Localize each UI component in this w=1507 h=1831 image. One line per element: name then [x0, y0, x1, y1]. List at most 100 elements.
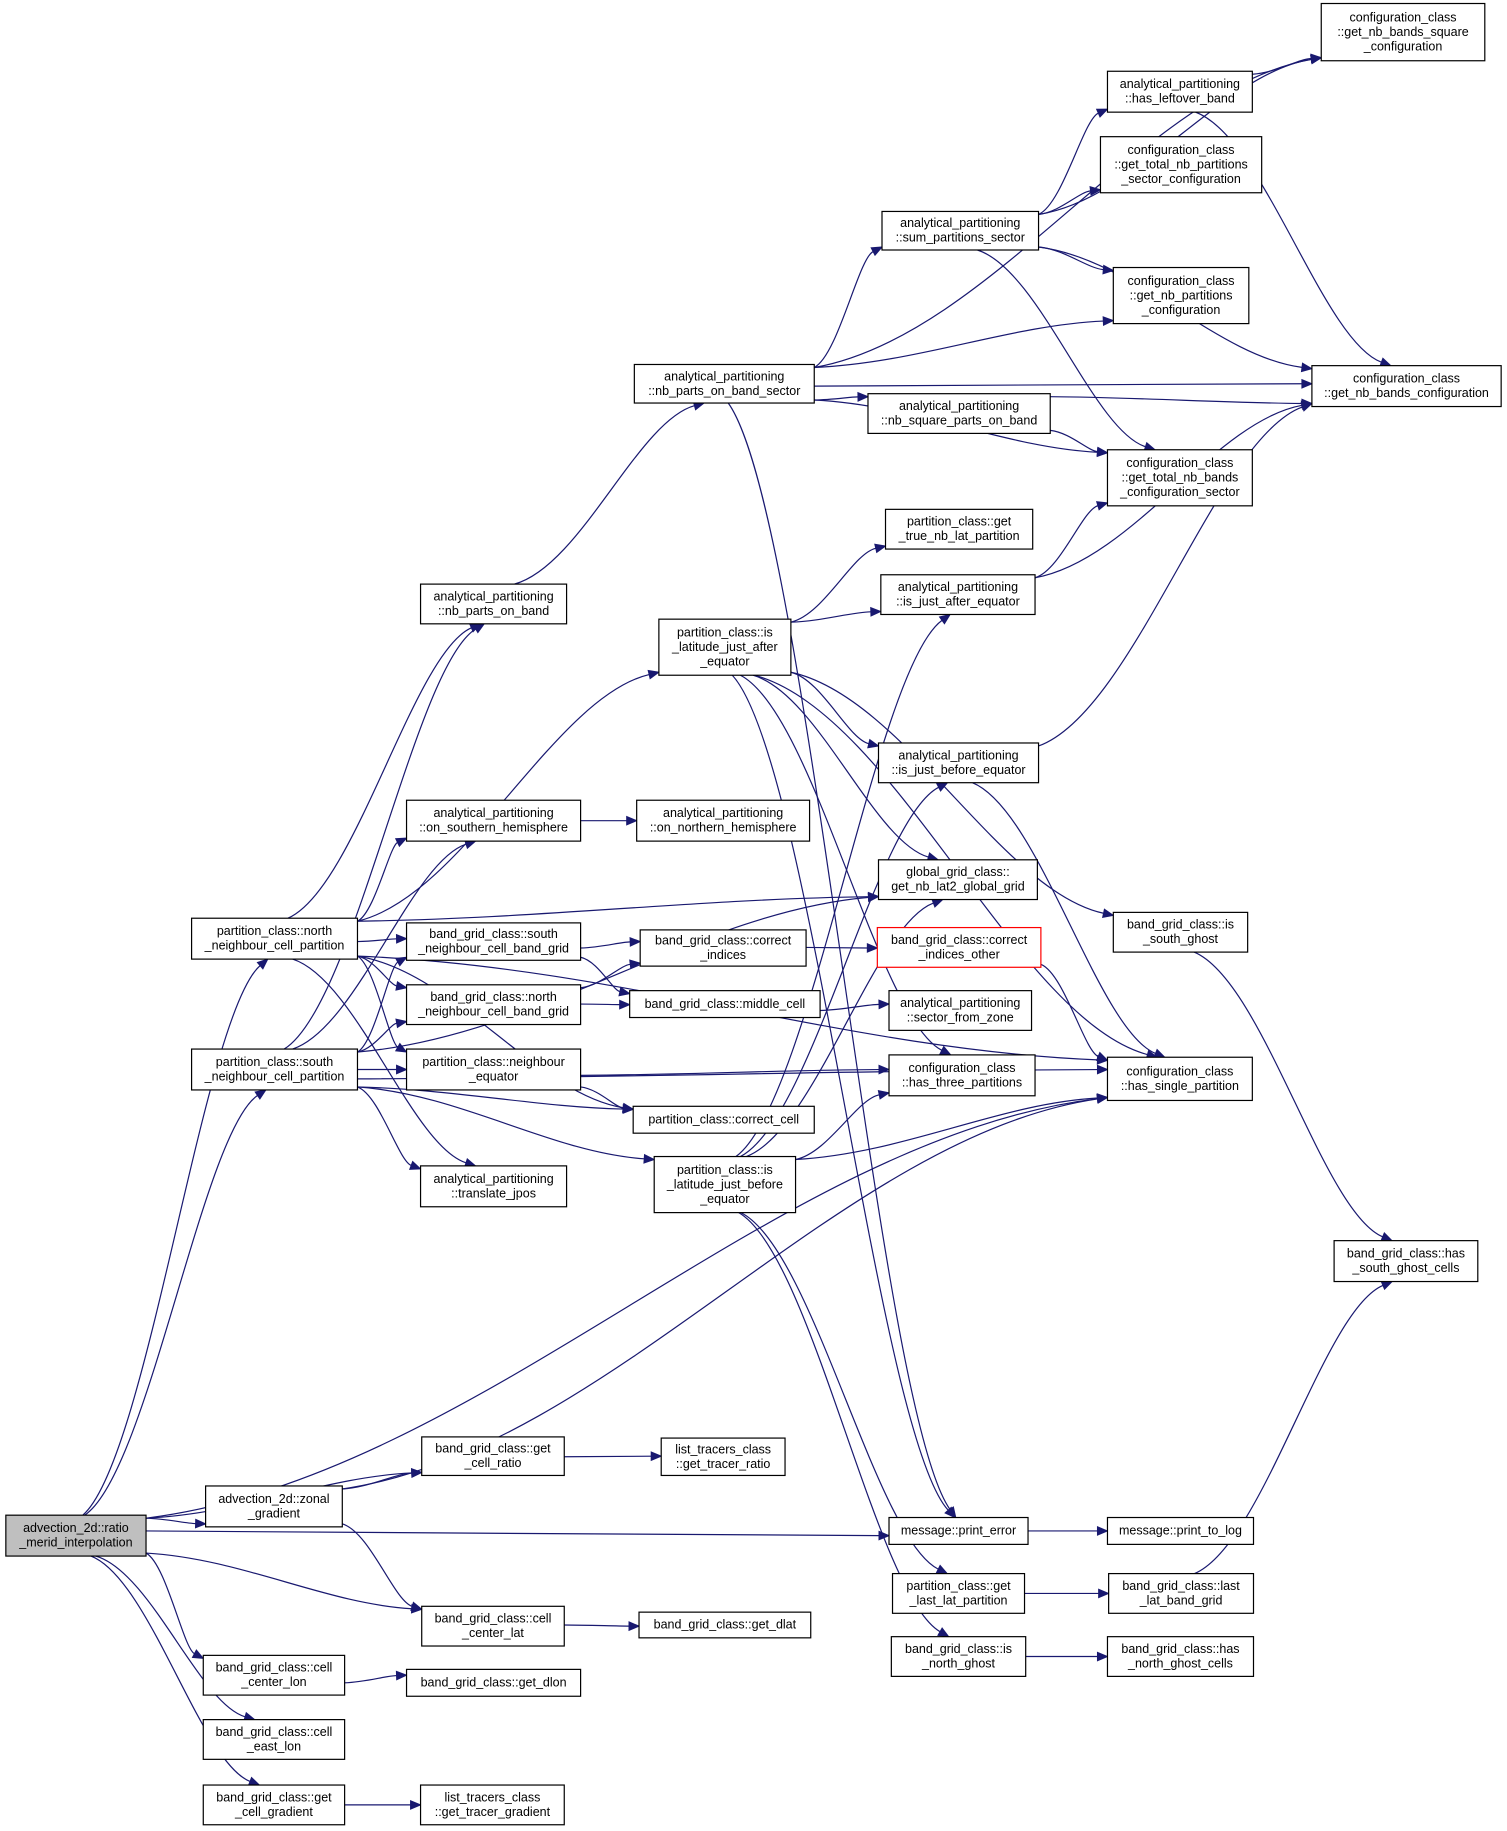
node-south-neighbour-cell-partition[interactable]: partition_class::south_neighbour_cell_pa… — [190, 1048, 359, 1091]
edge-arrowhead — [1380, 1281, 1394, 1291]
node-nb-parts-on-band[interactable]: analytical_partitioning::nb_parts_on_ban… — [419, 583, 568, 625]
node-on-northern-hemisphere[interactable]: analytical_partitioning::on_northern_hem… — [636, 799, 811, 842]
edge-arrowhead — [395, 981, 408, 991]
node-label-line: ::on_southern_hemisphere — [419, 821, 568, 835]
edge-line — [746, 902, 934, 1158]
node-sum-partitions-sector[interactable]: analytical_partitioning::sum_partitions_… — [881, 210, 1040, 251]
node-is-north-ghost[interactable]: band_grid_class::is_north_ghost — [890, 1636, 1027, 1677]
node-box — [890, 1636, 1027, 1677]
node-north-neighbour-cell-partition[interactable]: partition_class::north_neighbour_cell_pa… — [190, 917, 359, 960]
node-get-total-nb-partitions-sector[interactable]: configuration_class::get_total_nb_partit… — [1099, 136, 1263, 194]
node-get-nb-bands-conf[interactable]: configuration_class::get_nb_bands_config… — [1311, 365, 1502, 408]
edge-line — [1050, 396, 1302, 405]
node-on-southern-hemisphere[interactable]: analytical_partitioning::on_southern_hem… — [405, 799, 582, 842]
edge-root-to-south-neighbour-cell-partition — [84, 1089, 267, 1516]
node-label-line: _south_ghost_cells — [1351, 1261, 1459, 1275]
node-get-true-nb-lat-partition[interactable]: partition_class::get_true_nb_lat_partiti… — [884, 508, 1034, 550]
node-correct-cell[interactable]: partition_class::correct_cell — [632, 1105, 815, 1134]
edge-line — [814, 396, 858, 401]
node-translate-jpos[interactable]: analytical_partitioning::translate_jpos — [419, 1165, 568, 1208]
node-nb-parts-on-band-sector[interactable]: analytical_partitioning::nb_parts_on_ban… — [633, 363, 815, 404]
node-label-line: analytical_partitioning — [900, 996, 1020, 1010]
node-box — [202, 1784, 346, 1826]
edge-line — [752, 674, 929, 858]
edge-line — [580, 1086, 624, 1109]
edge-arrowhead — [395, 1018, 408, 1029]
node-correct-indices-other[interactable]: band_grid_class::correct_indices_other — [876, 926, 1042, 968]
node-get-tracer-ratio[interactable]: list_tracers_class::get_tracer_ratio — [660, 1437, 786, 1477]
node-label-line: band_grid_class::get — [216, 1790, 332, 1804]
node-is-south-ghost[interactable]: band_grid_class::is_south_ghost — [1112, 911, 1249, 953]
node-label-line: ::has_three_partitions — [902, 1075, 1022, 1089]
node-get-dlon[interactable]: band_grid_class::get_dlon — [405, 1668, 582, 1697]
node-has-single-partition[interactable]: configuration_class::has_single_partitio… — [1106, 1056, 1253, 1102]
edge-nb-square-parts-on-band-to-get-nb-bands-conf — [1050, 396, 1314, 409]
node-zonal-gradient[interactable]: advection_2d::zonal_gradient — [205, 1485, 343, 1528]
edge-line — [357, 1086, 412, 1166]
node-nb-square-parts-on-band[interactable]: analytical_partitioning::nb_square_parts… — [867, 393, 1051, 435]
node-box — [1112, 266, 1250, 325]
node-get-nb-partitions-conf[interactable]: configuration_class::get_nb_partitions_c… — [1112, 266, 1250, 325]
node-is-latitude-just-before[interactable]: partition_class::is_latitude_just_before… — [653, 1155, 797, 1214]
node-cell-center-lon[interactable]: band_grid_class::cell_center_lon — [202, 1654, 346, 1696]
node-label-line: _neighbour_cell_partition — [204, 939, 345, 953]
node-is-just-before-equator[interactable]: analytical_partitioning::is_just_before_… — [877, 742, 1040, 784]
node-root[interactable]: advection_2d::ratio_merid_interpolation — [5, 1514, 147, 1557]
node-get-nb-lat2-global-grid[interactable]: global_grid_class::get_nb_lat2_global_gr… — [877, 859, 1038, 901]
node-label-line: band_grid_class::has — [1347, 1247, 1465, 1261]
node-get-cell-gradient[interactable]: band_grid_class::get_cell_gradient — [202, 1784, 346, 1826]
node-label-line: analytical_partitioning — [433, 806, 553, 820]
node-box — [205, 1485, 343, 1528]
node-last-lat-band-grid[interactable]: band_grid_class::last_lat_band_grid — [1108, 1572, 1255, 1614]
node-get-total-nb-bands-sector[interactable]: configuration_class::get_total_nb_bands_… — [1106, 449, 1253, 507]
node-print-to-log[interactable]: message::print_to_log — [1106, 1516, 1255, 1545]
node-label-line: _indices_other — [917, 947, 999, 961]
node-cell-east-lon[interactable]: band_grid_class::cell_east_lon — [202, 1719, 346, 1760]
node-label-line: _center_lat — [461, 1626, 524, 1640]
edge-line — [580, 1003, 620, 1006]
node-is-latitude-just-after[interactable]: partition_class::is_latitude_just_after_… — [658, 618, 792, 676]
node-middle-cell[interactable]: band_grid_class::middle_cell — [629, 990, 821, 1019]
node-label-line: ::has_single_partition — [1121, 1079, 1239, 1093]
node-label-line: message::print_error — [901, 1524, 1016, 1538]
node-get-cell-ratio[interactable]: band_grid_class::get_cell_ratio — [421, 1436, 565, 1477]
node-has-three-partitions[interactable]: configuration_class::has_three_partition… — [888, 1054, 1036, 1097]
node-correct-indices[interactable]: band_grid_class::correct_indices — [639, 929, 807, 967]
edge-line — [731, 674, 949, 1511]
edge-south-neighbour-cell-partition-to-neighbour-equator — [357, 1064, 408, 1075]
node-label-line: advection_2d::zonal — [218, 1492, 329, 1506]
node-print-error[interactable]: message::print_error — [888, 1516, 1029, 1545]
edge-south-neighbour-cell-partition-to-north-neighbour-cell-band-grid — [357, 1018, 408, 1053]
node-has-leftover-band[interactable]: analytical_partitioning::has_leftover_ba… — [1106, 70, 1253, 113]
edge-line — [283, 628, 476, 1050]
node-has-south-ghost-cells[interactable]: band_grid_class::has_south_ghost_cells — [1333, 1240, 1479, 1283]
node-label-line: ::get_tracer_gradient — [435, 1805, 551, 1819]
node-cell-center-lat[interactable]: band_grid_class::cell_center_lat — [421, 1605, 565, 1647]
node-get-dlat[interactable]: band_grid_class::get_dlat — [638, 1611, 812, 1639]
edge-is-latitude-just-after-to-print-error — [731, 674, 956, 1519]
node-has-north-ghost-cells[interactable]: band_grid_class::has_north_ghost_cells — [1106, 1636, 1255, 1677]
node-neighbour-equator[interactable]: partition_class::neighbour_equator — [405, 1048, 582, 1091]
node-get-tracer-gradient[interactable]: list_tracers_class::get_tracer_gradient — [419, 1784, 565, 1826]
node-label-line: _neighbour_cell_partition — [204, 1070, 345, 1084]
node-get-last-lat-partition[interactable]: partition_class::get_last_lat_partition — [891, 1572, 1026, 1614]
node-box — [884, 508, 1034, 550]
node-box — [1320, 2, 1486, 62]
edge-root-to-zonal-gradient — [146, 1517, 207, 1529]
edge-line — [580, 963, 631, 989]
node-south-neighbour-cell-band-grid[interactable]: band_grid_class::south_neighbour_cell_ba… — [405, 922, 582, 961]
edge-arrowhead — [857, 391, 870, 402]
edge-line — [287, 627, 472, 919]
node-north-neighbour-cell-band-grid[interactable]: band_grid_class::north_neighbour_cell_ba… — [405, 984, 582, 1026]
edge-arrowhead — [1089, 186, 1102, 196]
node-sector-from-zone[interactable]: analytical_partitioning::sector_from_zon… — [888, 990, 1033, 1031]
node-box — [632, 1105, 815, 1134]
edge-arrowhead — [622, 1103, 635, 1113]
node-label-line: ::is_just_after_equator — [896, 595, 1020, 609]
node-box — [421, 1605, 565, 1647]
edge-is-latitude-just-before-to-has-three-partitions — [795, 1090, 891, 1161]
node-label-line: partition_class::get — [907, 515, 1012, 529]
node-is-just-after-equator[interactable]: analytical_partitioning::is_just_after_e… — [880, 574, 1036, 616]
node-get-nb-bands-square[interactable]: configuration_class::get_nb_bands_square… — [1320, 2, 1486, 62]
